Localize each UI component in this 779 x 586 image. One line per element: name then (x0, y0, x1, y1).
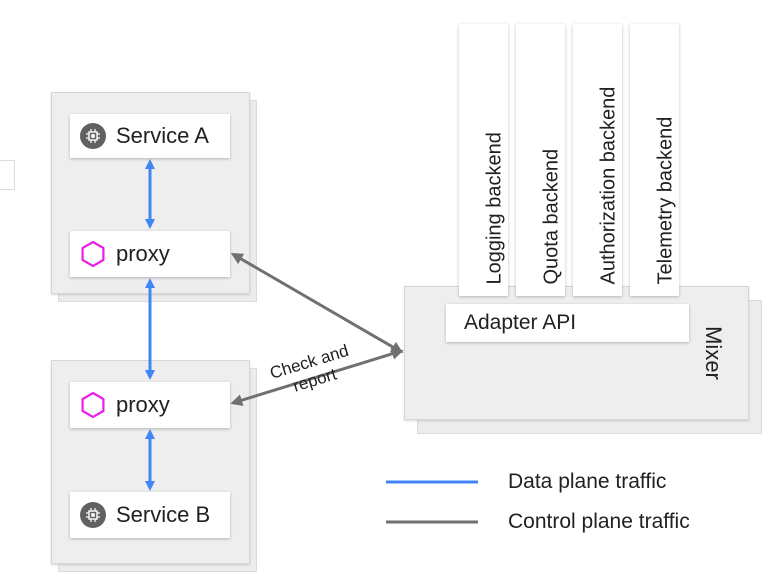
logging-backend: Logging backend (459, 24, 508, 296)
proxy-b: proxy (70, 382, 230, 428)
control-arrow-proxy-a-mixer (230, 252, 404, 354)
chip-icon (80, 123, 106, 149)
proxy-a: proxy (70, 231, 230, 277)
adapter-api: Adapter API (446, 304, 689, 342)
legend-data-plane: Data plane traffic (508, 470, 667, 493)
backend-label: Logging backend (483, 132, 506, 285)
hexagon-icon (81, 240, 105, 268)
hexagon-icon (81, 391, 105, 419)
authorization-backend: Authorization backend (573, 24, 622, 296)
backend-label: Authorization backend (597, 86, 620, 285)
legend-control-plane: Control plane traffic (508, 510, 690, 533)
mixer-label: Mixer (700, 326, 726, 380)
backend-label: Telemetry backend (654, 116, 677, 285)
service-a-label: Service A (116, 123, 209, 148)
service-b: Service B (70, 492, 230, 538)
quota-backend: Quota backend (516, 24, 565, 296)
proxy-b-label: proxy (116, 392, 170, 417)
proxy-a-label: proxy (116, 241, 170, 266)
edge-fragment (0, 160, 15, 190)
check-and-report-label: Check and report (259, 338, 366, 404)
adapter-api-label: Adapter API (464, 311, 577, 334)
service-a: Service A (70, 114, 230, 158)
chip-icon (80, 502, 106, 528)
backend-label: Quota backend (540, 148, 563, 285)
service-b-label: Service B (116, 502, 211, 527)
telemetry-backend: Telemetry backend (630, 24, 679, 296)
